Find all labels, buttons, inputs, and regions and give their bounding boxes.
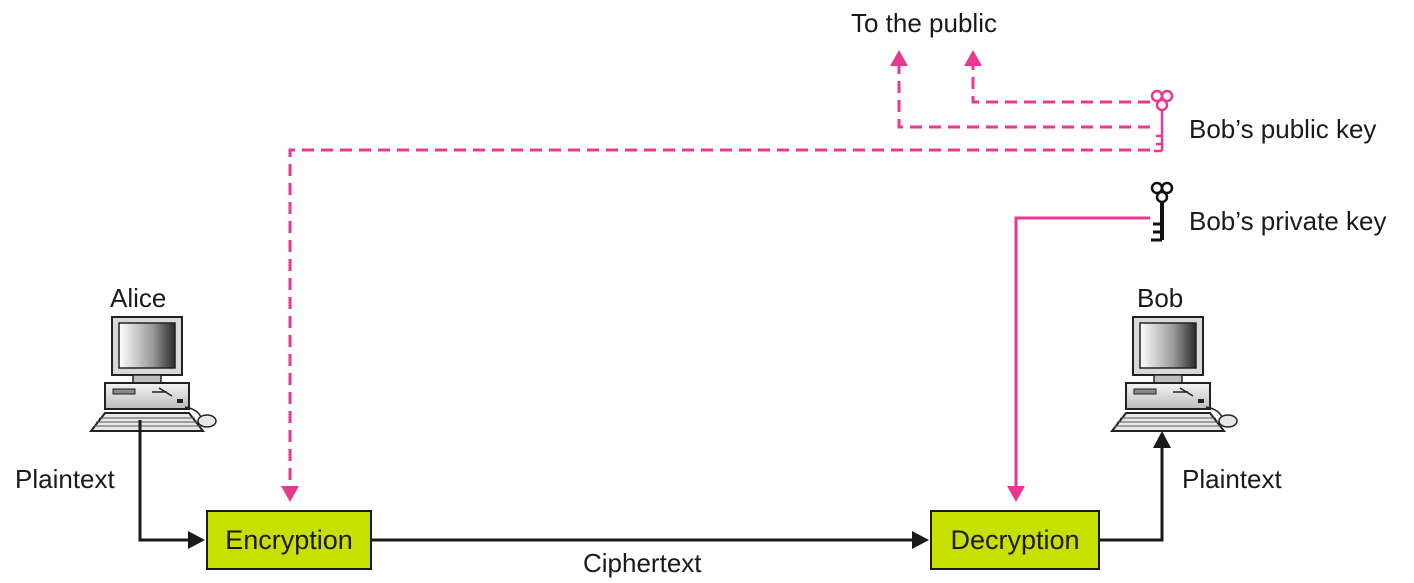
arrowhead-right-encryption [188, 531, 205, 549]
private-key-icon [1150, 181, 1174, 242]
ciphertext-label: Ciphertext [583, 548, 702, 578]
private-key-label: Bob’s private key [1189, 206, 1387, 236]
arrowhead-up-a [964, 50, 982, 66]
public-line-to-encryption [288, 148, 1150, 496]
data-flow-lines [138, 420, 1171, 549]
arrowhead-down-encryption [281, 486, 299, 502]
public-key-icon [1150, 89, 1174, 153]
private-key-line [1007, 216, 1150, 502]
encryption-box: Encryption [206, 510, 372, 570]
bob-label: Bob [1137, 283, 1184, 313]
public-line-to-public-b [897, 56, 1150, 129]
alice-to-encryption-line [138, 420, 194, 542]
bob-computer-icon [1111, 316, 1238, 432]
decryption-to-bob-line [1100, 442, 1164, 542]
arrowhead-up-b [890, 50, 908, 66]
alice-computer-icon [90, 316, 217, 432]
arrowhead-down-decryption [1007, 486, 1025, 502]
to-public-label: To the public [851, 8, 997, 38]
plaintext-right-label: Plaintext [1182, 464, 1282, 494]
arrowhead-right-decryption [912, 531, 929, 549]
public-line-to-public-a [971, 56, 1150, 104]
public-key-distribution-lines [281, 50, 1150, 502]
plaintext-left-label: Plaintext [15, 464, 115, 494]
decryption-box: Decryption [930, 510, 1100, 570]
alice-label: Alice [110, 283, 167, 313]
arrowhead-up-bob [1153, 431, 1171, 448]
public-key-label: Bob’s public key [1189, 114, 1377, 144]
